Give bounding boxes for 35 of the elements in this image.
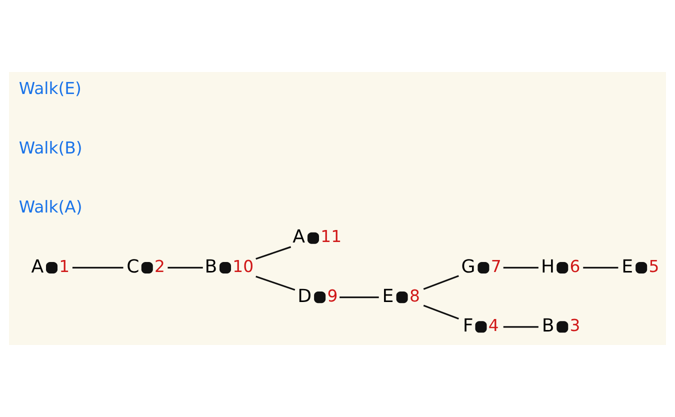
connector <box>168 266 203 269</box>
label: Walk(E) <box>18 79 82 98</box>
node-label: F <box>462 316 474 337</box>
node-label: B <box>204 256 218 278</box>
node-label: C <box>126 256 140 278</box>
node-label: 6 <box>570 256 580 276</box>
node-label: 3 <box>570 316 580 336</box>
connector <box>503 326 538 328</box>
node-label: 1 <box>59 256 70 276</box>
node-label: A <box>292 226 306 248</box>
connector <box>256 246 292 260</box>
node-label: A <box>31 256 44 278</box>
node-label: 11 <box>320 227 342 246</box>
node-label: D <box>298 286 312 307</box>
node-label: 8 <box>409 286 420 306</box>
node-label: E <box>622 256 634 278</box>
label: Walk(A) <box>18 198 82 217</box>
connector <box>583 266 618 269</box>
connector <box>72 266 124 269</box>
connector <box>256 276 296 291</box>
connector <box>423 304 459 320</box>
node-label: B <box>542 316 554 337</box>
node-label: 5 <box>648 256 660 276</box>
node-label: 2 <box>154 256 166 276</box>
connector <box>340 296 379 298</box>
node-label: 7 <box>490 256 502 276</box>
label: Walk(B) <box>18 138 82 158</box>
node-label: E <box>382 286 394 307</box>
connector <box>423 275 459 290</box>
node-label: 10 <box>232 256 254 276</box>
node-label: H <box>541 256 555 278</box>
node-label: G <box>461 256 476 278</box>
node-label: 4 <box>488 316 499 336</box>
node-label: 9 <box>327 286 338 306</box>
connector <box>503 266 538 269</box>
